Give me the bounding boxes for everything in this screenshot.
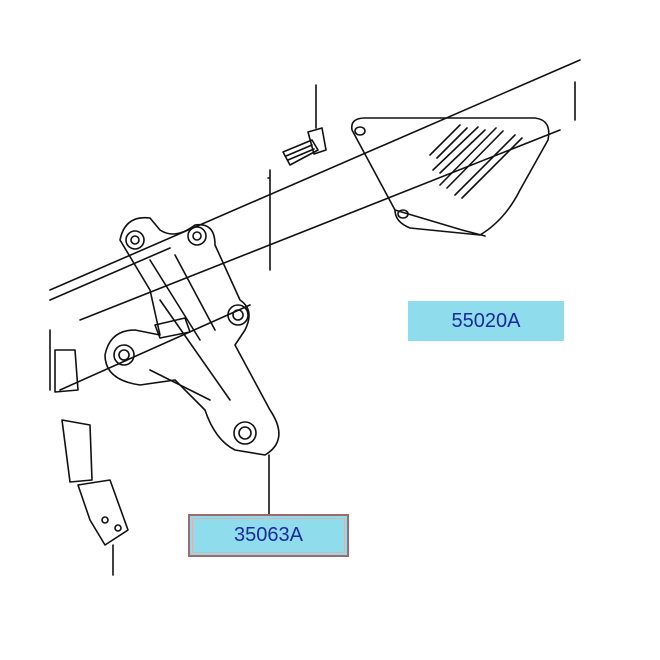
part-callout-35063A[interactable]: 35063A	[188, 514, 349, 557]
linkage-part	[54, 349, 129, 576]
part-number: 35063A	[234, 524, 303, 546]
heel-guard-part	[350, 81, 576, 237]
frame-tube	[49, 59, 581, 391]
bolt-part	[267, 84, 327, 271]
part-number: 55020A	[451, 309, 521, 332]
part-callout-55020A[interactable]: 55020A	[408, 301, 564, 341]
footpeg-bracket-part	[104, 216, 280, 515]
